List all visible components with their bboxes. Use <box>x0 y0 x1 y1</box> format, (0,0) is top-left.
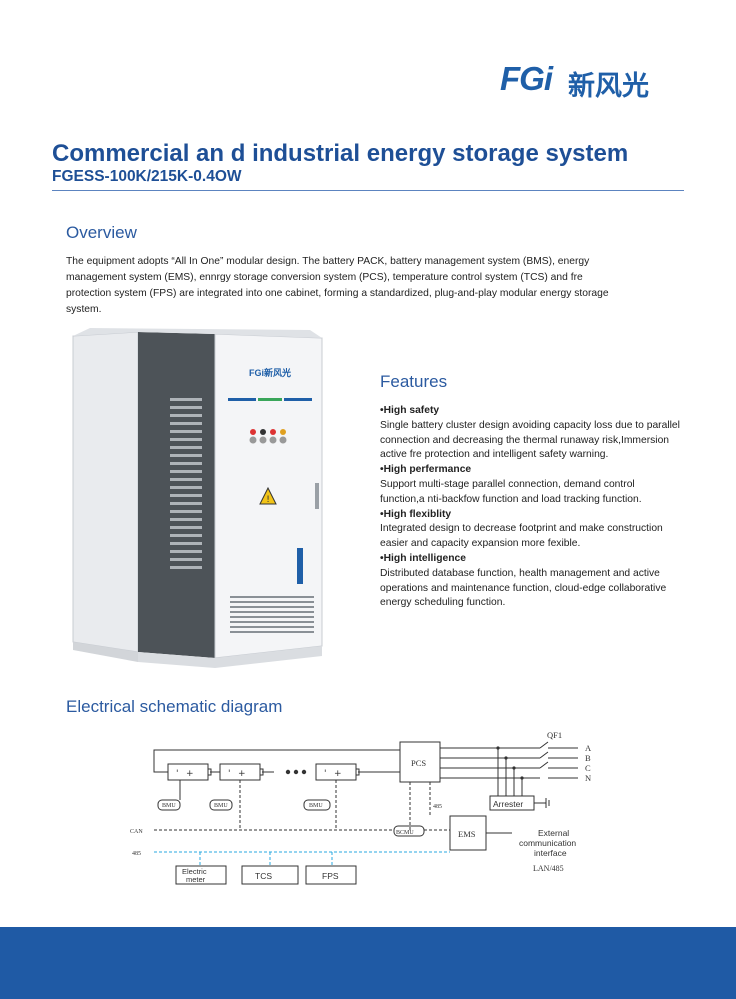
feature-list: •High safety Single battery cluster desi… <box>380 404 680 611</box>
tcs-label: TCS <box>255 871 272 881</box>
brand-logo-text: FGi <box>500 60 553 97</box>
pcs-label: PCS <box>411 758 426 768</box>
features-heading: Features <box>380 372 448 391</box>
meter-label-1: Electric <box>182 867 207 876</box>
can-bus-label: CAN <box>130 829 143 835</box>
phase-a-label: A <box>585 743 592 753</box>
svg-text:!: ! <box>266 495 270 505</box>
footer-band <box>0 927 736 999</box>
feature-title: •High flexiblity <box>380 508 452 520</box>
page-title: Commercial an d industrial energy storag… <box>52 140 629 167</box>
fps-label: FPS <box>322 871 339 881</box>
brand-logo-cn: 新风光 <box>568 71 649 102</box>
rs485-bus-label: 485 <box>132 851 141 857</box>
communication-label: communication <box>519 838 576 848</box>
feature-title: •High intelligence <box>380 552 466 564</box>
svg-text:': ' <box>324 769 326 779</box>
qf1-label: QF1 <box>547 730 562 740</box>
ems-label: EMS <box>458 829 476 839</box>
pcs-485-label: 485 <box>433 804 442 810</box>
schematic-heading: Electrical schematic diagram <box>66 697 283 716</box>
feature-title: •High safety <box>380 405 440 416</box>
cabinet-logo: FGi新风光 <box>249 367 291 378</box>
svg-text:+: + <box>238 769 246 779</box>
feature-item: •High perfermance Support multi-stage pa… <box>380 463 680 507</box>
svg-text:': ' <box>176 769 178 779</box>
external-lan-label: LAN/485 <box>533 864 564 873</box>
feature-title: •High perfermance <box>380 464 472 476</box>
neutral-label: N <box>585 773 591 783</box>
feature-text: Support multi-stage parallel connection,… <box>380 478 642 505</box>
svg-text:+: + <box>186 769 194 779</box>
phase-c-label: C <box>585 763 591 773</box>
overview-text: The equipment adopts “All In One” modula… <box>66 256 609 315</box>
feature-text: Distributed database function, health ma… <box>380 567 667 609</box>
schematic-diagram: ' + ' + ' + QF1 A B C N PCS EMS LAN/485 BMU… <box>130 730 592 885</box>
interface-label: interface <box>534 848 567 858</box>
bmu-label: BMU <box>309 803 323 809</box>
arrester-label: Arrester <box>493 799 523 809</box>
model-number: FGESS-100K/215K-0.4OW <box>52 168 242 185</box>
bmu-label: BMU <box>162 803 176 809</box>
external-label: External <box>538 828 569 838</box>
feature-text: Single battery cluster design avoiding c… <box>380 419 680 461</box>
meter-label-2: meter <box>186 875 206 884</box>
svg-text:+: + <box>334 769 342 779</box>
bmu-label: BMU <box>214 803 228 809</box>
svg-text:': ' <box>228 769 230 779</box>
feature-item: •High safety Single battery cluster desi… <box>380 404 680 463</box>
phase-b-label: B <box>585 753 591 763</box>
title-divider <box>52 190 684 191</box>
brand-logo: FGi 新风光 <box>500 60 680 102</box>
feature-item: •High intelligence Distributed database … <box>380 552 680 611</box>
feature-text: Integrated design to decrease footprint … <box>380 523 663 550</box>
bcmu-label: BCMU <box>396 830 414 836</box>
overview-heading: Overview <box>66 223 137 242</box>
feature-item: •High flexiblity Integrated design to de… <box>380 508 680 552</box>
cabinet-image: FGi新风光 ! <box>72 328 323 668</box>
